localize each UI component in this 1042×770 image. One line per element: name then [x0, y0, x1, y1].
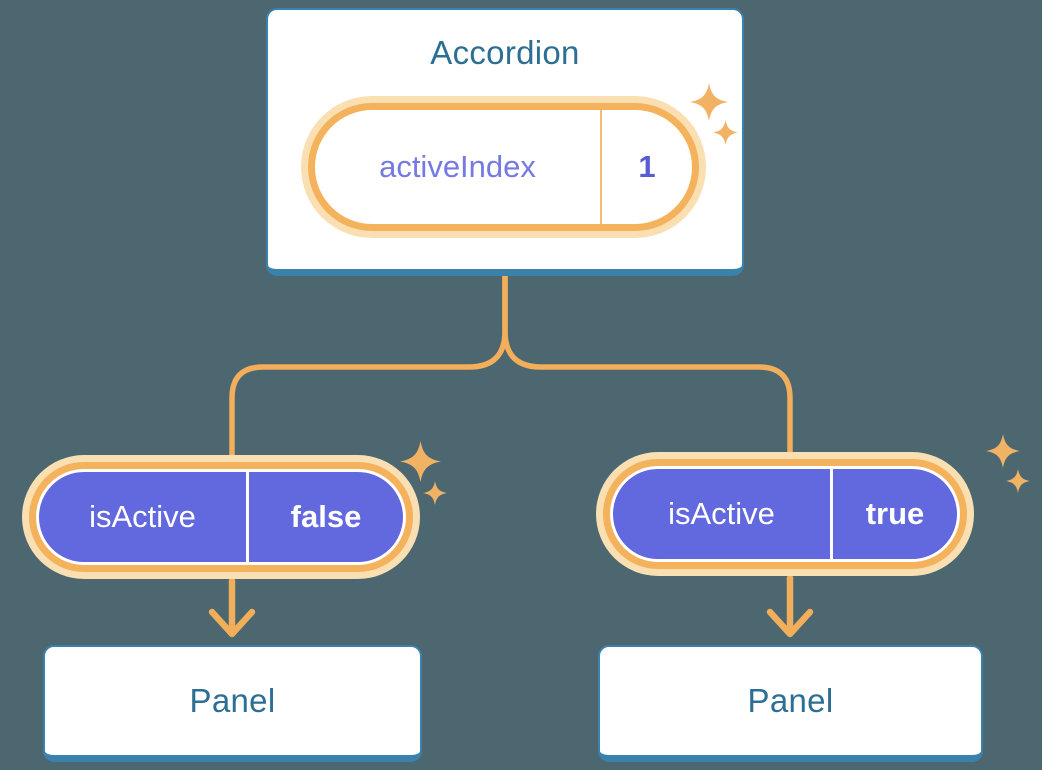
state-value: 1 [638, 149, 656, 184]
prop-name: isActive [668, 496, 775, 531]
prop-value-segment: true [833, 469, 957, 559]
state-pill-divider [600, 110, 602, 224]
prop-value-segment: false [249, 472, 403, 562]
panel-title: Panel [189, 682, 276, 719]
arrow-down-right-head [766, 608, 814, 638]
state-name-segment: activeIndex [315, 110, 600, 224]
sparkle-icon [690, 83, 738, 145]
panel-title: Panel [747, 682, 834, 719]
panel-card-right: Panel [598, 645, 983, 762]
prop-name: isActive [89, 499, 196, 534]
state-value-segment: 1 [602, 110, 692, 224]
prop-name-segment: isActive [39, 472, 246, 562]
fork-connector-left [229, 270, 508, 460]
state-pill: activeIndex 1 [315, 110, 692, 224]
prop-pill-divider [830, 469, 833, 559]
prop-value: true [865, 496, 925, 531]
panel-card-left: Panel [43, 645, 422, 762]
state-name: activeIndex [379, 149, 536, 184]
prop-pill-right: isActive true [610, 466, 960, 562]
prop-name-segment: isActive [613, 469, 830, 559]
fork-connector-right [502, 270, 793, 458]
sparkle-icon [400, 441, 447, 505]
arrow-down-left-head [208, 608, 256, 638]
prop-pill-divider [246, 472, 249, 562]
prop-value: false [290, 499, 362, 534]
accordion-title: Accordion [430, 34, 580, 71]
sparkle-icon [986, 434, 1030, 493]
prop-pill-left: isActive false [36, 469, 406, 565]
